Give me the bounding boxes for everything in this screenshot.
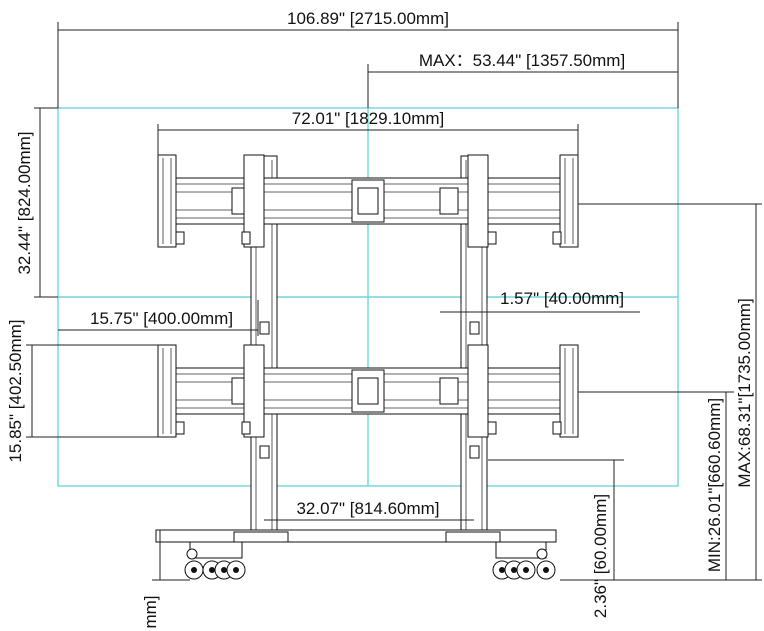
screen-height-label: 32.44" [824.00mm] <box>15 131 34 274</box>
mount-width-label: 72.01" [1829.10mm] <box>292 109 445 128</box>
overall-width-label: 106.89" [2715.00mm] <box>287 9 449 28</box>
base-spacing-label: 32.07" [814.60mm] <box>296 499 439 518</box>
max-height-label: MAX:68.31"[1735.00mm] <box>735 298 754 487</box>
upper-mount-frame <box>157 154 579 248</box>
mount-height-label: 15.85" [402.50mm] <box>6 319 25 462</box>
caster-wheels <box>184 560 556 580</box>
base-with-casters <box>155 529 557 560</box>
caster-height-label: 2.36" [60.00mm] <box>591 494 610 618</box>
lower-mount-frame <box>157 344 579 438</box>
max-half-width-label: MAX：53.44" [1357.50mm] <box>419 51 625 70</box>
cut-off-label: mm] <box>141 595 160 628</box>
vertical-spacing-label: 15.75" [400.00mm] <box>90 309 233 328</box>
upright-width-label: 1.57" [40.00mm] <box>500 289 624 308</box>
dimension-lines <box>26 22 762 581</box>
min-height-label: MIN:26.01"[660.60mm] <box>705 398 724 572</box>
